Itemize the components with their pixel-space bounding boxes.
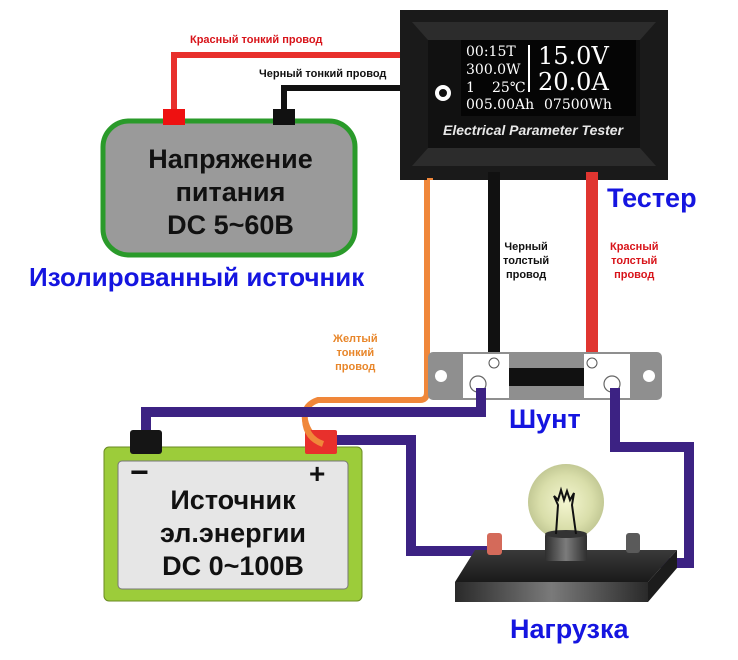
tester-bezel-bottom (412, 148, 656, 166)
supply-line: питания (175, 176, 286, 207)
lcd-energy: 07500Wh (544, 97, 612, 113)
source-line: эл.энергии (159, 517, 307, 548)
label-line: Желтый (333, 333, 378, 345)
source-line: DC 0~100В (162, 550, 304, 581)
label-line: Черный (504, 241, 548, 253)
battery-face (117, 460, 349, 590)
purple-wire-minus (141, 388, 486, 432)
load-black-terminal (626, 533, 640, 553)
black-thin-wire-label: Черный тонкий провод (259, 68, 387, 80)
lcd-power: 300.0W (466, 62, 521, 78)
black-thick-wire (488, 172, 500, 362)
bulb-socket (545, 533, 587, 561)
bulb-socket-top (545, 530, 587, 538)
shunt-hole-right (643, 370, 655, 382)
black-thin-wire (281, 85, 405, 112)
bulb-filament (553, 486, 577, 535)
lightbulb-icon (528, 464, 604, 540)
shunt-label: Шунт (509, 404, 581, 434)
label-line: провод (505, 269, 547, 281)
load-base-top (455, 550, 677, 582)
label-line: провод (335, 361, 376, 373)
red-thin-wire (171, 52, 405, 112)
red-thin-wire-label: Красный тонкий провод (190, 34, 323, 46)
red-thick-wire (586, 172, 598, 362)
lcd-group: 1 (466, 80, 475, 96)
battery-minus-terminal (130, 430, 162, 454)
lcd-temperature: 25℃ (492, 80, 526, 96)
yellow-thin-wire-end (302, 419, 325, 447)
battery-minus-sign: − (130, 454, 149, 490)
load-red-terminal (487, 533, 502, 555)
shunt-screw-icon (488, 357, 500, 369)
lcd-current: 20.0A (538, 68, 609, 96)
supply-black-terminal (273, 109, 295, 125)
load-base-side (648, 550, 677, 602)
tester-button-icon (435, 85, 451, 101)
supply-line: Напряжение (148, 144, 313, 174)
power-source-text: Источник эл.энергии DC 0~100В (118, 484, 348, 583)
tester-lcd (461, 40, 636, 116)
shunt-screw-icon (586, 357, 598, 369)
supply-line: DC 5~60В (167, 209, 294, 240)
isolated-supply-text: Напряжение питания DC 5~60В (103, 143, 358, 242)
shunt-terminal-right (584, 354, 630, 398)
label-line: толстый (503, 255, 550, 267)
isolated-supply-caption: Изолированный источник (29, 262, 365, 292)
tester-bezel (412, 22, 656, 40)
black-thick-wire-label: Черный толстый провод (503, 240, 549, 282)
load-base-front (455, 582, 648, 602)
lcd-time: 00:15T (466, 44, 516, 60)
isolated-supply-box (100, 118, 358, 258)
label-line: тонкий (336, 347, 375, 359)
yellow-thin-wire-label: Желтый тонкий провод (333, 332, 378, 374)
source-line: Источник (170, 485, 296, 515)
supply-red-terminal (163, 109, 185, 125)
purple-wire-plus (336, 435, 494, 556)
tester-label: Тестер (607, 183, 697, 213)
label-line: Красный (610, 241, 659, 253)
lcd-charge: 005.00Ah (466, 97, 535, 113)
label-line: толстый (611, 255, 658, 267)
load-label: Нагрузка (510, 614, 629, 644)
label-line: провод (614, 269, 655, 281)
lcd-voltage: 15.0V (538, 42, 609, 70)
battery-plus-sign: + (309, 458, 326, 489)
tester-caption: Electrical Parameter Tester (443, 122, 624, 138)
red-thick-wire-label: Красный толстый провод (610, 240, 658, 282)
shunt-hole-left (435, 370, 447, 382)
shunt-bar (509, 368, 584, 386)
